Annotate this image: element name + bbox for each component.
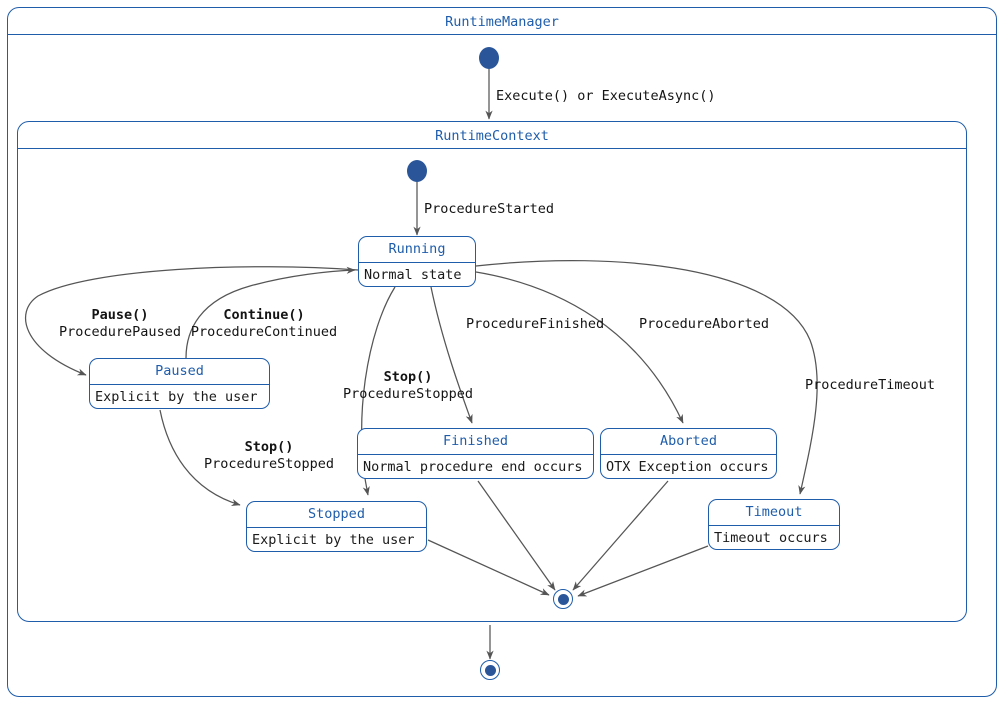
composite-title-runtime-manager: RuntimeManager	[445, 14, 559, 30]
composite-divider-runtime-manager	[8, 34, 996, 35]
final-state-runtime-context	[553, 589, 573, 609]
edge-label-execute-conjunction: or	[569, 88, 602, 104]
state-paused[interactable]: Paused Explicit by the user	[89, 358, 270, 409]
state-stopped[interactable]: Stopped Explicit by the user	[246, 501, 427, 552]
state-aborted-separator	[601, 454, 776, 455]
edge-label-stop-from-paused: Stop() ProcedureStopped	[186, 439, 352, 473]
composite-state-runtime-manager: RuntimeManager	[7, 7, 997, 697]
edge-label-stop-from-paused-trigger: Stop()	[244, 439, 294, 455]
state-stopped-separator	[247, 527, 426, 528]
edge-label-stop-from-running: Stop() ProcedureStopped	[325, 369, 491, 403]
edge-label-stop-from-paused-event: ProcedureStopped	[203, 456, 335, 472]
state-paused-name: Paused	[155, 363, 204, 379]
state-finished-description: Normal procedure end occurs	[363, 459, 583, 475]
final-state-runtime-manager	[480, 660, 500, 680]
edge-label-procedure-timeout: ProcedureTimeout	[805, 377, 936, 393]
edge-label-continue-event: ProcedureContinued	[190, 324, 338, 340]
edge-label-procedure-finished: ProcedureFinished	[466, 316, 605, 332]
state-timeout-separator	[709, 525, 839, 526]
state-running-name: Running	[388, 241, 446, 257]
state-timeout[interactable]: Timeout Timeout occurs	[708, 499, 840, 550]
state-aborted-name: Aborted	[660, 433, 717, 449]
state-aborted[interactable]: Aborted OTX Exception occurs	[600, 428, 777, 479]
initial-state-runtime-manager	[479, 47, 499, 69]
edge-label-execute: Execute() or ExecuteAsync()	[496, 88, 715, 104]
state-running-separator	[359, 262, 475, 263]
edge-label-stop-from-running-event: ProcedureStopped	[342, 386, 474, 402]
state-timeout-description: Timeout occurs	[714, 530, 828, 546]
edge-label-procedure-aborted: ProcedureAborted	[639, 316, 770, 332]
state-timeout-name: Timeout	[745, 504, 803, 520]
edge-label-execute-part1: Execute()	[496, 88, 570, 104]
state-running-description: Normal state	[364, 267, 462, 283]
composite-state-runtime-context: RuntimeContext	[17, 121, 967, 622]
initial-state-runtime-context	[407, 160, 427, 182]
state-stopped-name: Stopped	[308, 506, 365, 522]
state-paused-separator	[90, 384, 269, 385]
composite-divider-runtime-context	[18, 148, 966, 149]
edge-label-stop-from-running-trigger: Stop()	[383, 369, 433, 385]
state-stopped-description: Explicit by the user	[252, 532, 415, 548]
edge-label-continue-trigger: Continue()	[223, 307, 305, 323]
state-finished-name: Finished	[442, 433, 509, 449]
state-finished[interactable]: Finished Normal procedure end occurs	[357, 428, 594, 479]
edge-label-pause: Pause() ProcedurePaused	[32, 307, 208, 341]
state-finished-separator	[358, 454, 593, 455]
edge-label-continue: Continue() ProcedureContinued	[176, 307, 352, 341]
state-aborted-description: OTX Exception occurs	[606, 459, 769, 475]
edge-label-procedure-started: ProcedureStarted	[424, 201, 555, 217]
state-running[interactable]: Running Normal state	[358, 236, 476, 287]
composite-title-runtime-context: RuntimeContext	[435, 128, 549, 144]
state-paused-description: Explicit by the user	[95, 389, 258, 405]
edge-label-execute-part3: ExecuteAsync()	[601, 88, 716, 104]
edge-label-pause-event: ProcedurePaused	[59, 324, 181, 340]
edge-label-pause-trigger: Pause()	[91, 307, 149, 323]
